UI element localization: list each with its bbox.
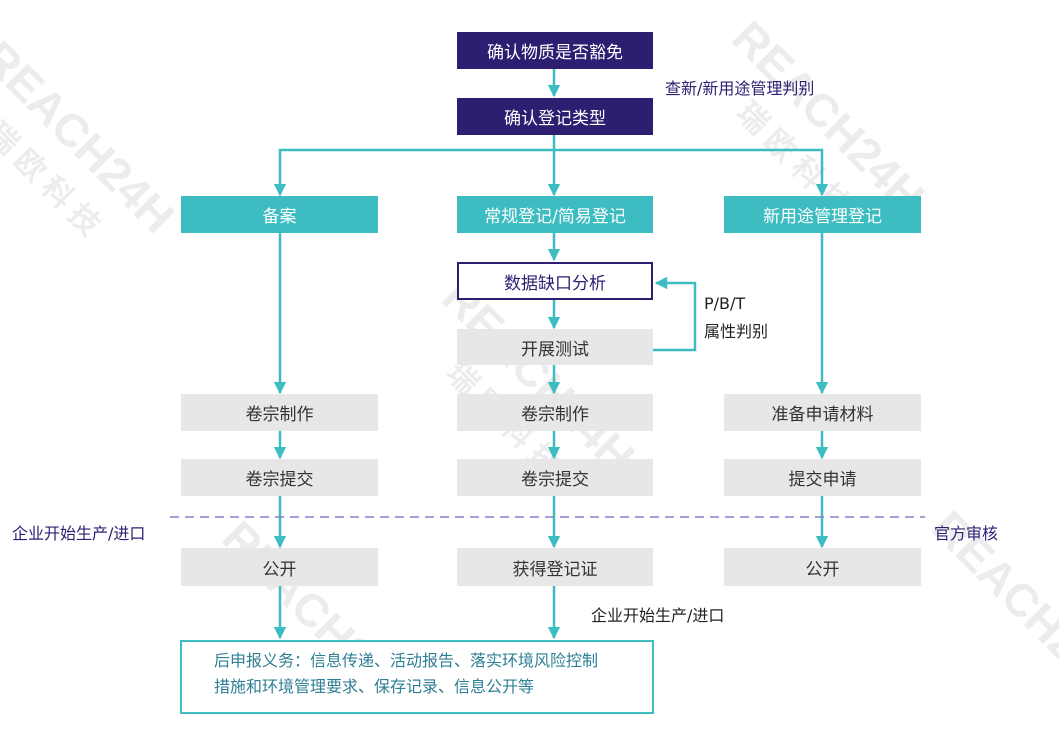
node-testing: 开展测试 (457, 329, 653, 365)
node-submit-notification: 卷宗提交 (181, 459, 378, 496)
obligations-line-1: 后申报义务：信息传递、活动报告、落实环境风险控制 (214, 651, 599, 670)
note-start-production-left: 企业开始生产/进口 (12, 524, 146, 543)
note-official-review: 官方审核 (934, 524, 999, 543)
note-new-use-judgment: 查新/新用途管理判别 (665, 79, 815, 98)
arrow-type-to-new-use (554, 148, 829, 197)
node-confirm-type: 确认登记类型 (457, 98, 653, 135)
node-dossier-notification: 卷宗制作 (181, 394, 378, 431)
arrow-testing-feedback (653, 276, 697, 352)
node-submit-standard: 卷宗提交 (457, 459, 653, 496)
note-pbt-line2: 属性判别 (704, 322, 769, 341)
node-standard-registration: 常规登记/简易登记 (457, 196, 653, 233)
node-data-gap-analysis: 数据缺口分析 (457, 262, 653, 300)
node-certificate: 获得登记证 (457, 548, 653, 586)
node-public-new-use: 公开 (724, 548, 921, 586)
node-notification: 备案 (181, 196, 378, 233)
obligations-line-2: 措施和环境管理要求、保存记录、信息公开等 (214, 677, 535, 696)
node-post-registration-obligations: 后申报义务：信息传递、活动报告、落实环境风险控制 措施和环境管理要求、保存记录、… (180, 640, 654, 714)
node-prepare-materials: 准备申请材料 (724, 394, 921, 431)
node-submit-application: 提交申请 (724, 459, 921, 496)
note-start-production-center: 企业开始生产/进口 (591, 606, 725, 625)
node-dossier-standard: 卷宗制作 (457, 394, 653, 431)
node-confirm-exempt: 确认物质是否豁免 (457, 32, 653, 69)
node-new-use-registration: 新用途管理登记 (724, 196, 921, 233)
note-pbt-line1: P/B/T (704, 294, 746, 313)
arrow-type-to-notification (273, 148, 554, 197)
node-public-notification: 公开 (181, 548, 378, 586)
